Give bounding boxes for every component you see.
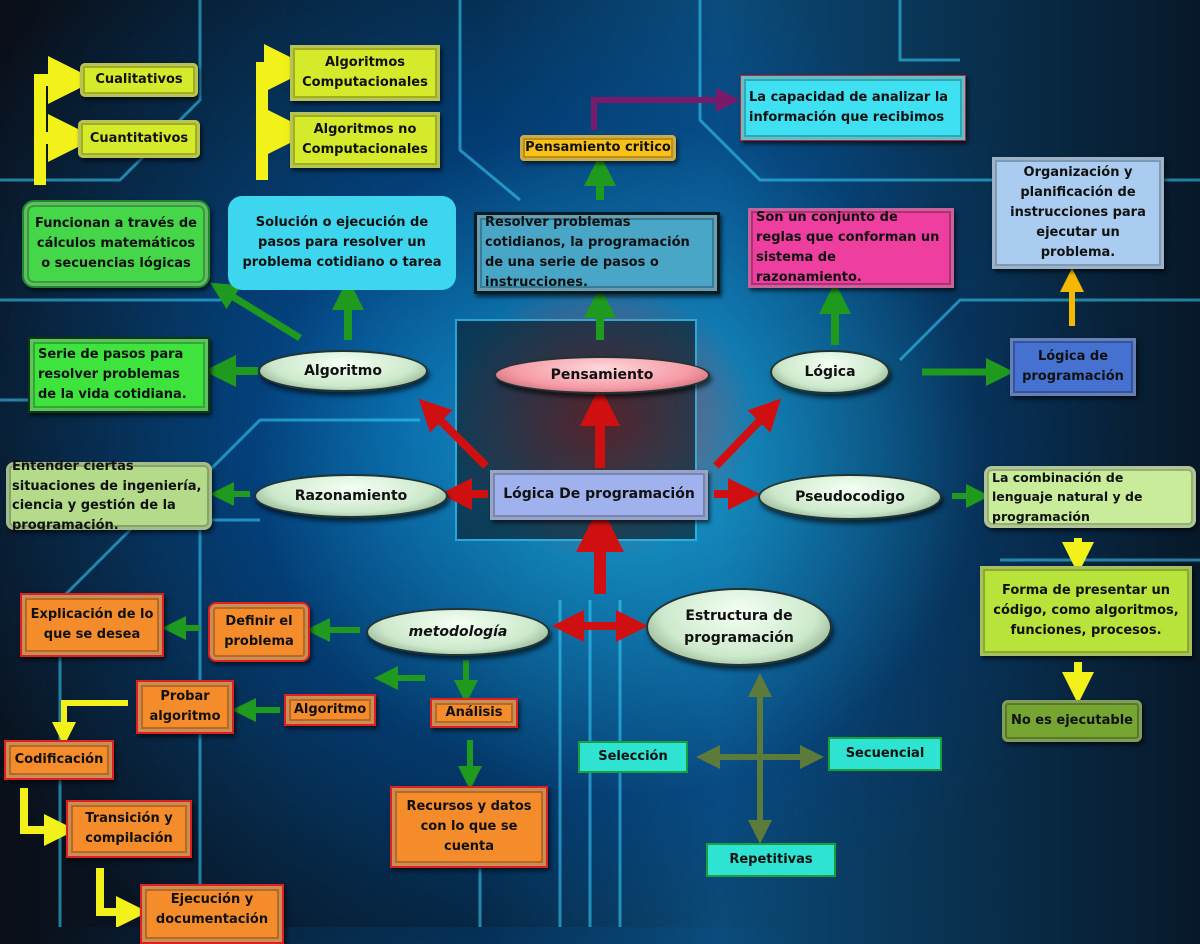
- connector-arrow: [210, 282, 302, 341]
- central-topic-label: Lógica De programación: [503, 486, 695, 503]
- algoritmos-no-computacionales-label: Algoritmos no Computacionales: [302, 121, 428, 157]
- entender-box: Entender ciertas situaciones de ingenier…: [6, 459, 212, 533]
- pensamiento-critico-label: Pensamiento critico: [525, 139, 671, 155]
- cuantitativos-box: Cuantitativos: [78, 120, 200, 158]
- metodologia-node: metodología: [366, 608, 550, 656]
- definir-text: Definir el problema: [224, 613, 294, 649]
- razonamiento-node: Razonamiento: [254, 474, 448, 518]
- serie-box: Serie de pasos para resolver problemas d…: [28, 337, 210, 413]
- connector-arrow: [256, 44, 312, 180]
- resolver-text: Resolver problemas cotidianos, la progra…: [485, 214, 690, 291]
- no-ejecutable-box: No es ejecutable: [1002, 700, 1142, 742]
- logica-label: Lógica: [804, 364, 856, 380]
- reglas-box: Son un conjunto de reglas que conforman …: [748, 208, 954, 288]
- metodologia-label: metodología: [408, 624, 508, 640]
- transicion-text: Transición y compilación: [85, 810, 173, 846]
- serie-text: Serie de pasos para resolver problemas d…: [38, 346, 187, 403]
- algoritmos-no-computacionales-box: Algoritmos no Computacionales: [290, 112, 440, 168]
- connector-arrow: [591, 88, 740, 130]
- connector-arrow: [52, 700, 128, 746]
- seleccion-box: Selección: [578, 741, 688, 773]
- repetitivas-label: Repetitivas: [729, 851, 813, 867]
- secuencial-box: Secuencial: [828, 737, 942, 771]
- algoritmo-label: Algoritmo: [304, 363, 382, 379]
- solucion-text: Solución o ejecución de pasos para resol…: [242, 214, 442, 271]
- pseudocodigo-node: Pseudocodigo: [758, 474, 942, 520]
- estructura-node: Estructura de programación: [646, 588, 832, 666]
- connector-arrow: [34, 56, 96, 185]
- ejecucion-box: Ejecución y documentación: [140, 884, 284, 944]
- estructura-label: Estructura de programación: [684, 607, 794, 646]
- analisis-box: Análisis: [430, 698, 518, 728]
- pensamiento-critico-box: Pensamiento critico: [520, 135, 676, 161]
- forma-box: Forma de presentar un código, como algor…: [980, 566, 1192, 656]
- combinacion-text: La combinación de lenguaje natural y de …: [992, 469, 1143, 524]
- razonamiento-label: Razonamiento: [294, 488, 408, 504]
- algoritmos-computacionales-label: Algoritmos Computacionales: [302, 54, 428, 90]
- pensamiento-label: Pensamiento: [550, 367, 654, 383]
- entender-text: Entender ciertas situaciones de ingenier…: [12, 459, 202, 533]
- ejecucion-text: Ejecución y documentación: [155, 892, 269, 928]
- funcionan-text: Funcionan a través de cálculos matemátic…: [34, 215, 198, 272]
- algoritmo-step-box: Algoritmo: [284, 694, 376, 726]
- probar-text: Probar algoritmo: [149, 688, 221, 724]
- probar-box: Probar algoritmo: [136, 680, 234, 734]
- funcionan-box: Funcionan a través de cálculos matemátic…: [22, 200, 210, 288]
- analisis-label: Análisis: [445, 704, 503, 720]
- connector-arrow: [713, 398, 782, 469]
- logica-de-programacion-box: Lógica de programación: [1010, 338, 1136, 396]
- logica-node: Lógica: [770, 350, 890, 394]
- recursos-text: Recursos y datos con lo que se cuenta: [406, 798, 532, 855]
- connector-arrow: [418, 398, 489, 469]
- combinacion-box: La combinación de lenguaje natural y de …: [984, 466, 1196, 528]
- cualitativos-box: Cualitativos: [80, 63, 198, 97]
- organizacion-box: Organización y planificación de instrucc…: [992, 157, 1164, 269]
- cualitativos-label: Cualitativos: [95, 71, 183, 87]
- connector-arrow: [20, 788, 76, 846]
- codificacion-box: Codificación: [4, 740, 114, 780]
- algoritmo-node: Algoritmo: [258, 350, 428, 392]
- capacidad-text: La capacidad de analizar la información …: [749, 89, 949, 125]
- codificacion-label: Codificación: [14, 751, 104, 767]
- secuencial-label: Secuencial: [845, 745, 925, 761]
- capacidad-box: La capacidad de analizar la información …: [740, 75, 966, 141]
- repetitivas-box: Repetitivas: [706, 843, 836, 877]
- recursos-box: Recursos y datos con lo que se cuenta: [390, 786, 548, 868]
- reglas-text: Son un conjunto de reglas que conforman …: [756, 209, 940, 286]
- forma-text: Forma de presentar un código, como algor…: [993, 582, 1179, 639]
- pseudocodigo-label: Pseudocodigo: [795, 489, 905, 505]
- solucion-box: Solución o ejecución de pasos para resol…: [228, 196, 456, 290]
- algoritmos-computacionales-box: Algoritmos Computacionales: [290, 45, 440, 101]
- resolver-box: Resolver problemas cotidianos, la progra…: [474, 212, 720, 294]
- definir-box: Definir el problema: [208, 602, 310, 662]
- connector-arrow: [96, 868, 148, 927]
- algoritmo-step-label: Algoritmo: [293, 701, 367, 717]
- no-ejecutable-label: No es ejecutable: [1010, 712, 1134, 728]
- seleccion-label: Selección: [598, 748, 668, 764]
- transicion-box: Transición y compilación: [66, 800, 192, 858]
- explicacion-box: Explicación de lo que se desea: [20, 593, 164, 657]
- logica-de-programacion-label: Lógica de programación: [1022, 348, 1124, 384]
- organizacion-text: Organización y planificación de instrucc…: [1010, 164, 1146, 261]
- pensamiento-node: Pensamiento: [494, 356, 710, 394]
- cuantitativos-label: Cuantitativos: [89, 130, 189, 146]
- explicacion-text: Explicación de lo que se desea: [30, 606, 154, 642]
- central-topic: Lógica De programación: [490, 470, 708, 520]
